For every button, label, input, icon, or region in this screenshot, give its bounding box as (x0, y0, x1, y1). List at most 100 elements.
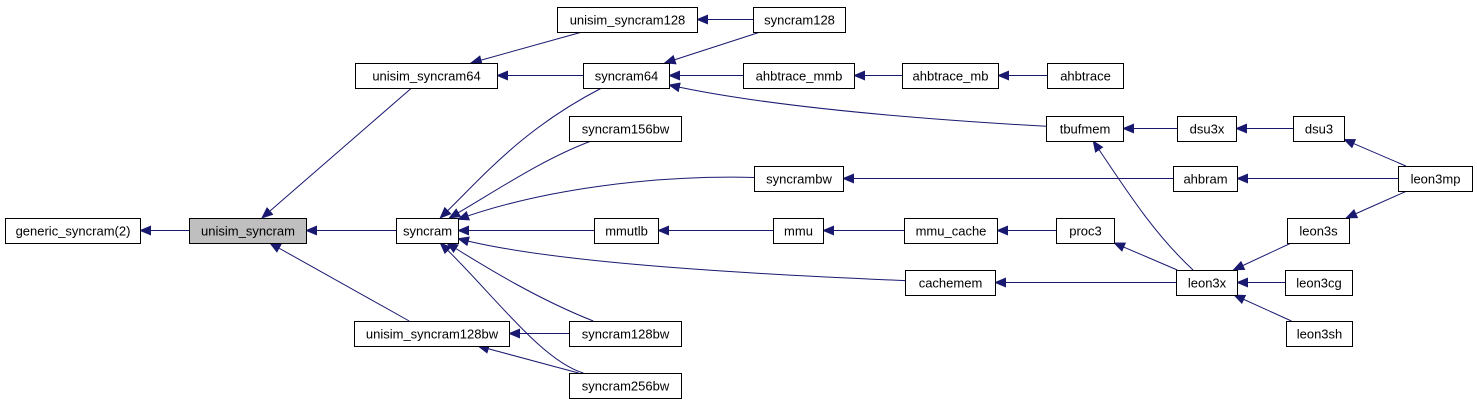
node-leon3s[interactable]: leon3s (1287, 218, 1350, 244)
node-label: syncram128 (764, 13, 835, 28)
edge-leon3x-to-tbufmem (1092, 140, 1194, 271)
node-proc3[interactable]: proc3 (1056, 218, 1115, 244)
node-box[interactable] (1177, 116, 1237, 142)
node-box[interactable] (1173, 166, 1238, 192)
node-box[interactable] (1286, 321, 1353, 347)
node-label: unisim_syncram128bw (366, 327, 499, 342)
edge-line (439, 242, 584, 374)
node-label: leon3cg (1296, 276, 1342, 291)
node-leon3cg[interactable]: leon3cg (1285, 270, 1353, 296)
node-cachemem[interactable]: cachemem (905, 270, 996, 296)
node-box[interactable] (753, 7, 846, 33)
edge-leon3s-to-leon3x (1232, 242, 1292, 271)
node-dsu3[interactable]: dsu3 (1293, 116, 1345, 142)
node-box[interactable] (396, 218, 459, 244)
node-box[interactable] (1398, 166, 1473, 192)
node-unisim_syncram64[interactable]: unisim_syncram64 (355, 63, 498, 89)
edge-tbufmem-to-syncram64 (668, 82, 1047, 127)
node-label: unisim_syncram (201, 224, 295, 239)
node-label: ahbtrace_mmb (756, 69, 843, 84)
node-label: ahbram (1183, 172, 1227, 187)
node-unisim_syncram[interactable]: unisim_syncram (189, 218, 307, 244)
edge-line (1113, 242, 1178, 271)
edge-line (1232, 242, 1292, 271)
node-box[interactable] (583, 63, 670, 89)
node-ahbtrace_mmb[interactable]: ahbtrace_mmb (743, 63, 855, 89)
node-box[interactable] (1285, 270, 1353, 296)
node-box[interactable] (189, 218, 307, 244)
node-label: mmu (784, 224, 813, 239)
node-label: mmutlb (605, 224, 648, 239)
node-mmutlb[interactable]: mmutlb (594, 218, 659, 244)
node-box[interactable] (557, 7, 698, 33)
node-box[interactable] (355, 63, 498, 89)
node-box[interactable] (754, 166, 844, 192)
node-syncrambw[interactable]: syncrambw (754, 166, 844, 192)
node-label: tbufmem (1060, 122, 1111, 137)
node-label: ahbtrace_mb (913, 69, 989, 84)
node-syncram128bw[interactable]: syncram128bw (569, 321, 682, 347)
node-ahbram[interactable]: ahbram (1173, 166, 1238, 192)
node-dsu3x[interactable]: dsu3x (1177, 116, 1237, 142)
node-label: proc3 (1069, 224, 1102, 239)
node-unisim_syncram128[interactable]: unisim_syncram128 (557, 7, 698, 33)
node-syncram156bw[interactable]: syncram156bw (569, 116, 682, 142)
node-tbufmem[interactable]: tbufmem (1046, 116, 1124, 142)
node-label: cachemem (919, 276, 983, 291)
node-box[interactable] (904, 218, 998, 244)
node-box[interactable] (773, 218, 824, 244)
node-leon3sh[interactable]: leon3sh (1286, 321, 1353, 347)
node-syncram[interactable]: syncram (396, 218, 459, 244)
edge-line (1343, 138, 1407, 167)
node-label: generic_syncram(2) (16, 224, 131, 239)
node-generic_syncram2[interactable]: generic_syncram(2) (5, 218, 141, 244)
node-box[interactable] (1056, 218, 1115, 244)
node-label: mmu_cache (916, 224, 987, 239)
edge-unisim_syncram128-to-unisim_syncram64 (469, 31, 583, 65)
edge-leon3mp-to-leon3s (1345, 190, 1408, 219)
node-box[interactable] (5, 218, 141, 244)
node-ahbtrace_mb[interactable]: ahbtrace_mb (902, 63, 999, 89)
node-box[interactable] (1046, 116, 1124, 142)
edge-leon3mp-to-dsu3 (1343, 138, 1407, 167)
node-mmu_cache[interactable]: mmu_cache (904, 218, 998, 244)
edge-line (439, 87, 602, 219)
node-label: syncram64 (595, 69, 659, 84)
edge-line (1092, 140, 1194, 271)
edge-syncram256bw-to-syncram (439, 242, 584, 374)
edge-unisim_syncram64-to-unisim_syncram (261, 87, 412, 219)
node-box[interactable] (1176, 270, 1238, 296)
node-syncram256bw[interactable]: syncram256bw (569, 373, 682, 399)
node-label: unisim_syncram64 (372, 69, 480, 84)
edges-layer (139, 14, 1408, 374)
node-box[interactable] (1047, 63, 1124, 89)
node-ahbtrace[interactable]: ahbtrace (1047, 63, 1124, 89)
node-leon3mp[interactable]: leon3mp (1398, 166, 1473, 192)
node-mmu[interactable]: mmu (773, 218, 824, 244)
node-unisim_syncram128bw[interactable]: unisim_syncram128bw (354, 321, 510, 347)
nodes-layer: generic_syncram(2) unisim_syncram unisim_s… (5, 7, 1473, 399)
node-box[interactable] (743, 63, 855, 89)
node-syncram64[interactable]: syncram64 (583, 63, 670, 89)
node-box[interactable] (594, 218, 659, 244)
node-syncram128[interactable]: syncram128 (753, 7, 846, 33)
node-label: dsu3x (1190, 122, 1225, 137)
node-box[interactable] (1287, 218, 1350, 244)
node-box[interactable] (569, 116, 682, 142)
node-label: syncram256bw (582, 379, 670, 394)
edge-syncram64-to-syncram (439, 87, 602, 219)
edge-line (668, 82, 1047, 127)
edge-line (446, 242, 594, 322)
node-leon3x[interactable]: leon3x (1176, 270, 1238, 296)
node-box[interactable] (902, 63, 999, 89)
node-label: leon3sh (1297, 327, 1343, 342)
edge-line (477, 344, 579, 374)
edge-unisim_syncram128bw-to-unisim_syncram (268, 242, 410, 322)
node-box[interactable] (1293, 116, 1345, 142)
node-box[interactable] (354, 321, 510, 347)
node-box[interactable] (905, 270, 996, 296)
node-label: syncram (403, 224, 452, 239)
node-box[interactable] (569, 321, 682, 347)
node-box[interactable] (569, 373, 682, 399)
edge-line (1233, 294, 1292, 322)
